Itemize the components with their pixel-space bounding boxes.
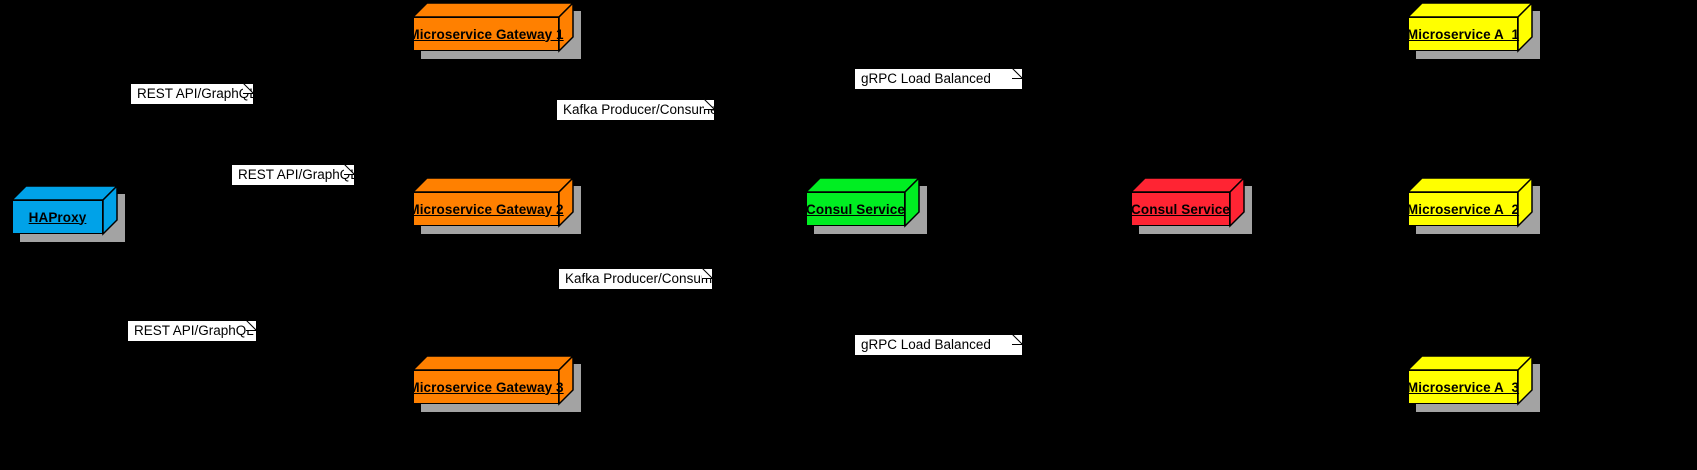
- node-consul1[interactable]: Consul Service: [804, 176, 927, 234]
- node-3d-faces: [411, 1, 575, 53]
- node-top-face: [804, 177, 921, 193]
- note-label: REST API/GraphQL: [134, 323, 254, 339]
- node-front-face: Microservice Gateway 2: [408, 192, 564, 226]
- node-top-face: [1406, 177, 1534, 193]
- node-haproxy[interactable]: HAProxy: [10, 184, 125, 242]
- node-gw3[interactable]: Microservice Gateway 3: [408, 354, 581, 412]
- node-3d-faces: [1406, 176, 1534, 228]
- node-top-face: [411, 2, 575, 18]
- node-right-face: [1229, 176, 1245, 228]
- note-grpc-2: gRPC Load Balanced: [854, 334, 1023, 356]
- node-consul2[interactable]: Consul Service: [1129, 176, 1252, 234]
- node-right-face: [558, 176, 574, 228]
- node-front-face: Microservice A_3: [1406, 370, 1520, 404]
- note-fold-icon: [243, 83, 254, 94]
- note-label: Kafka Producer/Consumer: [563, 102, 723, 118]
- node-label: Microservice Gateway 1: [408, 26, 564, 42]
- node-3d-faces: [10, 184, 119, 236]
- note-fold-icon: [1012, 334, 1023, 345]
- note-label: gRPC Load Balanced: [861, 337, 991, 353]
- node-right-face: [558, 354, 574, 406]
- node-top-face: [1129, 177, 1246, 193]
- note-grpc-1: gRPC Load Balanced: [854, 68, 1023, 90]
- node-front-face: Microservice Gateway 3: [408, 370, 564, 404]
- node-label: Microservice A_1: [1406, 26, 1520, 42]
- node-label: Microservice A_3: [1406, 379, 1520, 395]
- note-rest-2: REST API/GraphQL: [231, 164, 358, 186]
- note-kafka-1: Kafka Producer/Consumer: [556, 99, 722, 121]
- node-top-face: [1406, 2, 1534, 18]
- node-top-face: [10, 185, 119, 201]
- node-right-face: [1517, 1, 1533, 53]
- node-right-face: [1517, 176, 1533, 228]
- note-kafka-2: Kafka Producer/Consumer: [558, 268, 724, 290]
- note-label: Kafka Producer/Consumer: [565, 271, 725, 287]
- note-fold-icon: [704, 99, 715, 110]
- node-3d-faces: [1406, 354, 1534, 406]
- node-front-face: HAProxy: [12, 200, 103, 234]
- node-3d-faces: [411, 176, 575, 228]
- node-right-face: [558, 1, 574, 53]
- node-3d-faces: [804, 176, 921, 228]
- node-front-face: Microservice A_1: [1406, 17, 1520, 51]
- node-top-face: [411, 177, 575, 193]
- note-label: REST API/GraphQL: [137, 86, 257, 102]
- note-rest-1: REST API/GraphQL: [130, 83, 257, 105]
- node-label: Microservice A_2: [1406, 201, 1520, 217]
- node-right-face: [102, 184, 118, 236]
- node-front-face: Microservice A_2: [1406, 192, 1520, 226]
- node-msa1[interactable]: Microservice A_1: [1406, 1, 1540, 59]
- note-rest-3: REST API/GraphQL: [127, 320, 257, 342]
- note-label: REST API/GraphQL: [238, 167, 358, 183]
- node-right-face: [904, 176, 920, 228]
- node-front-face: Microservice Gateway 1: [408, 17, 564, 51]
- node-gw1[interactable]: Microservice Gateway 1: [408, 1, 581, 59]
- node-msa2[interactable]: Microservice A_2: [1406, 176, 1540, 234]
- note-fold-icon: [344, 164, 355, 175]
- note-fold-icon: [1012, 68, 1023, 79]
- node-right-face: [1517, 354, 1533, 406]
- node-label: Consul Service: [1131, 201, 1230, 217]
- node-3d-faces: [1129, 176, 1246, 228]
- node-3d-faces: [411, 354, 575, 406]
- node-label: Microservice Gateway 3: [408, 379, 564, 395]
- node-front-face: Consul Service: [1131, 192, 1230, 226]
- node-top-face: [411, 355, 575, 371]
- node-gw2[interactable]: Microservice Gateway 2: [408, 176, 581, 234]
- note-fold-icon: [246, 320, 257, 331]
- node-front-face: Consul Service: [806, 192, 905, 226]
- note-fold-icon: [702, 268, 713, 279]
- node-3d-faces: [1406, 1, 1534, 53]
- note-label: gRPC Load Balanced: [861, 71, 991, 87]
- node-label: Consul Service: [806, 201, 905, 217]
- node-top-face: [1406, 355, 1534, 371]
- node-label: Microservice Gateway 2: [408, 201, 564, 217]
- node-label: HAProxy: [28, 209, 87, 225]
- node-msa3[interactable]: Microservice A_3: [1406, 354, 1540, 412]
